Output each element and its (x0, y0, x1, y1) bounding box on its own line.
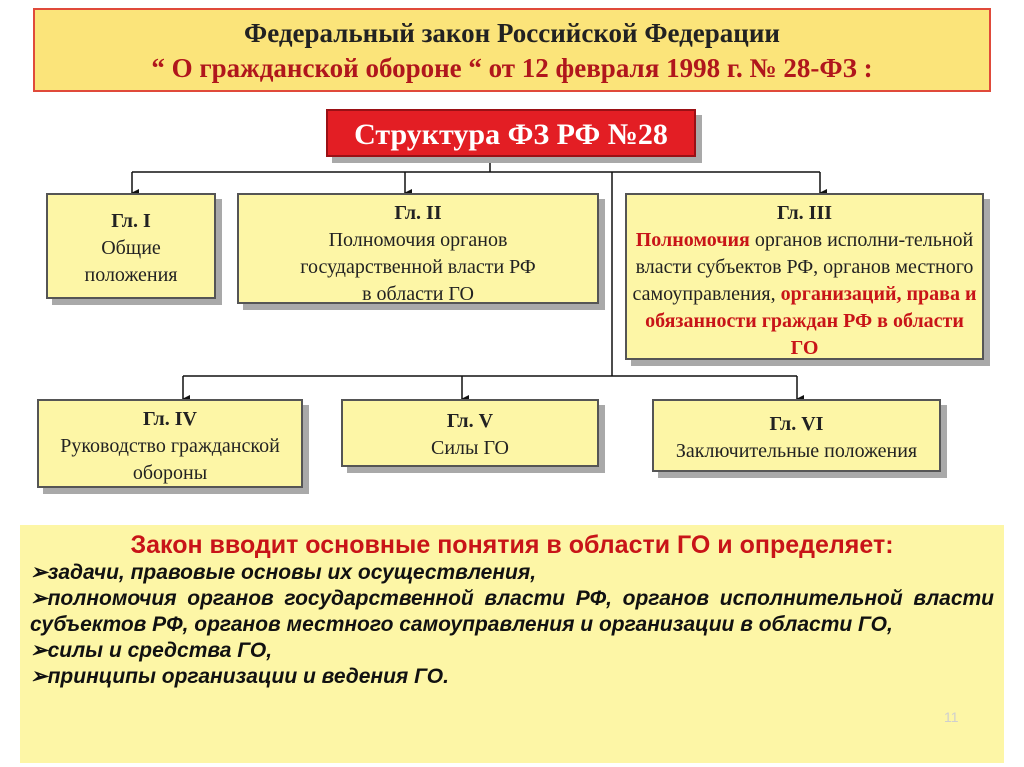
title-banner: Федеральный закон Российской Федерации “… (33, 8, 991, 92)
summary-item-1: ➢задачи, правовые основы их осуществлени… (30, 561, 537, 584)
chapter-6-number: Гл. VI (769, 413, 824, 435)
chapter-4-text: Руководство гражданской обороны (60, 435, 280, 484)
chapter-1-box: Гл. I Общие положения (46, 193, 216, 299)
structure-title: Структура ФЗ РФ №28 (326, 109, 696, 157)
chapter-6-text: Заключительные положения (675, 440, 918, 462)
summary-panel: Закон вводит основные понятия в области … (20, 525, 1004, 763)
bullet-arrow-icon: ➢ (30, 639, 48, 662)
chapter-3-highlight-1: Полномочия (635, 229, 750, 251)
chapter-2-text: Полномочия органов государственной власт… (300, 229, 536, 305)
page-number: 11 (944, 709, 959, 725)
bullet-arrow-icon: ➢ (30, 561, 48, 584)
summary-item-3: ➢силы и средства ГО, (30, 639, 273, 662)
bullet-arrow-icon: ➢ (30, 587, 48, 610)
summary-item-2: ➢полномочия органов государственной влас… (30, 587, 994, 636)
chapter-3-box: Гл. III Полномочия органов исполни-тельн… (625, 193, 984, 360)
summary-item-4: ➢принципы организации и ведения ГО. (30, 665, 449, 688)
chapter-5-number: Гл. V (446, 410, 494, 432)
chapter-1-text: Общие положения (84, 237, 178, 286)
chapter-3-highlight-2: организаций, права и обязанности граждан… (645, 283, 977, 359)
chapter-6-box: Гл. VI Заключительные положения (652, 399, 941, 472)
chapter-2-number: Гл. II (394, 202, 442, 224)
chapter-1-number: Гл. I (111, 210, 151, 232)
chapter-5-text: Силы ГО (431, 437, 509, 459)
summary-heading: Закон вводит основные понятия в области … (130, 531, 894, 559)
chapter-2-box: Гл. II Полномочия органов государственно… (237, 193, 599, 305)
title-line-1: Федеральный закон Российской Федерации (244, 18, 780, 48)
title-line-2: “ О гражданской обороне “ от 12 февраля … (151, 53, 873, 83)
chapter-3-text: органов исполни-тельной власти субъектов… (632, 229, 974, 305)
chapter-3-number: Гл. III (776, 202, 833, 224)
chapter-5-box: Гл. V Силы ГО (341, 399, 599, 467)
bullet-arrow-icon: ➢ (30, 665, 48, 688)
chapter-4-box: Гл. IV Руководство гражданской обороны (37, 399, 303, 488)
chapter-4-number: Гл. IV (143, 408, 197, 430)
